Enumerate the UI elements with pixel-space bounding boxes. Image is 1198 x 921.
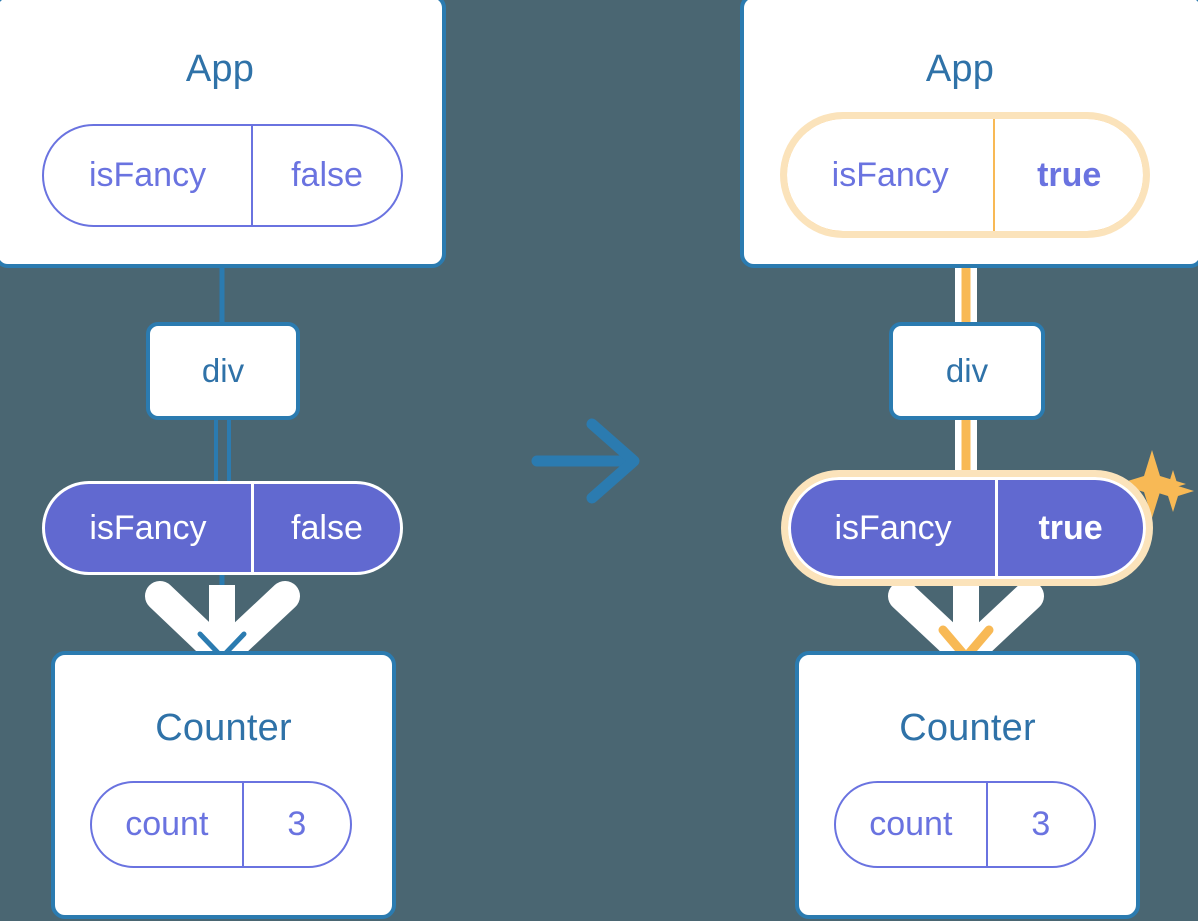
app-card-title-after: App <box>925 48 995 90</box>
counter-state-key-before: count <box>125 805 209 843</box>
prop-flow-arrow-right <box>888 581 1044 670</box>
passed-prop-value-before: false <box>250 484 400 572</box>
prop-flow-arrow-left <box>145 581 300 670</box>
app-prop-highlight-ring-after: isFancy true <box>780 112 1150 238</box>
counter-card-title-after: Counter <box>899 707 1036 749</box>
counter-card-title-before: Counter <box>155 707 292 749</box>
passed-prop-pill-after[interactable]: isFancy true <box>788 477 1146 579</box>
div-tag-after: div <box>889 322 1045 420</box>
app-prop-key-before: isFancy <box>88 156 207 194</box>
app-prop-value-before: false <box>251 126 401 225</box>
app-prop-value-after: true <box>993 119 1143 231</box>
passed-prop-value-after: true <box>995 480 1143 576</box>
div-tag-label-before: div <box>201 352 245 389</box>
app-prop-pill-before[interactable]: isFancy false <box>42 124 403 227</box>
passed-prop-key-after: isFancy <box>834 508 952 547</box>
passed-prop-pill-before[interactable]: isFancy false <box>42 481 403 575</box>
passed-prop-key-before: isFancy <box>89 508 207 547</box>
div-tag-label-after: div <box>945 352 989 389</box>
app-card-title-before: App <box>185 48 255 90</box>
counter-state-value-after: 3 <box>985 783 1094 866</box>
app-prop-pill-after[interactable]: isFancy true <box>787 119 1143 231</box>
app-prop-key-after: isFancy <box>831 155 949 194</box>
counter-card-after: Counter <box>795 651 1140 919</box>
counter-state-pill-after[interactable]: count 3 <box>834 781 1096 868</box>
sparkle-icon-small-mid <box>1152 470 1194 512</box>
counter-state-pill-before[interactable]: count 3 <box>90 781 352 868</box>
div-tag-before: div <box>146 322 300 420</box>
counter-state-key-after: count <box>869 805 953 843</box>
passed-prop-highlight-ring-after: isFancy true <box>781 470 1153 586</box>
counter-state-value-before: 3 <box>241 783 350 866</box>
sparkle-icon-large-mid <box>1118 450 1186 518</box>
arrow-right-icon <box>531 418 640 504</box>
